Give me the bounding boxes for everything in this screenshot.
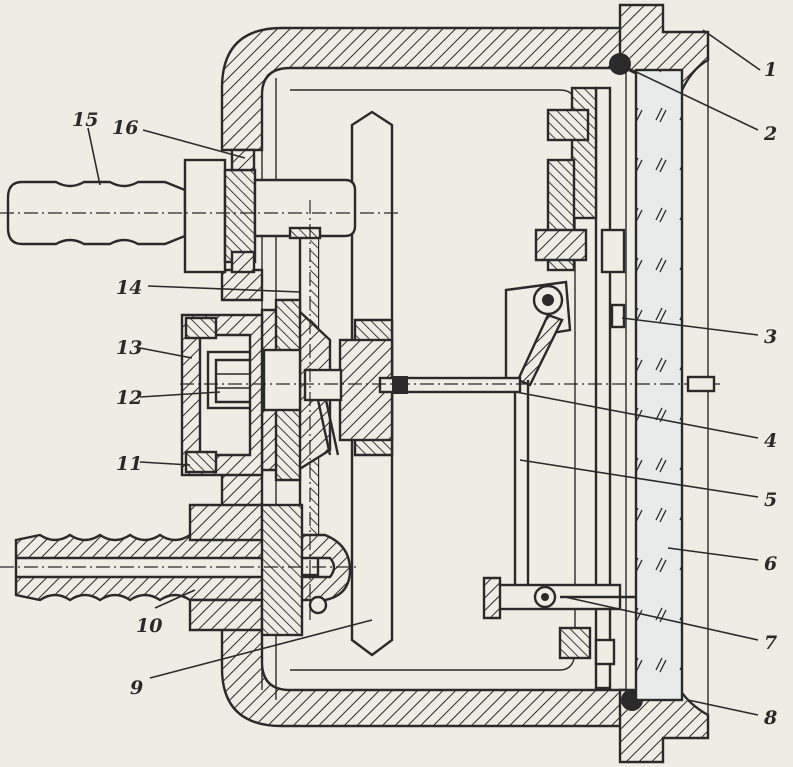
lower-hose-nipple: [14, 503, 352, 637]
central-mechanism: [180, 110, 522, 657]
callout-1: 1: [764, 59, 777, 81]
adjuster-assembly: [482, 576, 635, 666]
callout-5: 5: [764, 489, 777, 511]
callout-9: 9: [130, 677, 143, 699]
callout-labels: 1 2 3 4 5 6 7 8 9 10 11 12 13 14 15 16: [72, 59, 777, 729]
callout-8: 8: [763, 707, 777, 729]
callout-11: 11: [116, 453, 142, 475]
callout-13: 13: [116, 337, 142, 359]
lever-assembly: [504, 280, 626, 590]
callout-4: 4: [764, 430, 777, 452]
o-ring-top: [609, 53, 631, 75]
callout-16: 16: [112, 117, 138, 139]
callout-14: 14: [116, 277, 142, 299]
callout-12: 12: [116, 387, 142, 409]
callout-6: 6: [764, 553, 777, 575]
callout-2: 2: [763, 123, 777, 145]
glass-window: [634, 68, 684, 702]
leader-lines: [87, 29, 761, 716]
callout-10: 10: [136, 615, 162, 637]
callout-7: 7: [764, 632, 777, 654]
callout-15: 15: [72, 109, 98, 131]
callout-3: 3: [764, 326, 777, 348]
centerlines: [0, 200, 720, 620]
